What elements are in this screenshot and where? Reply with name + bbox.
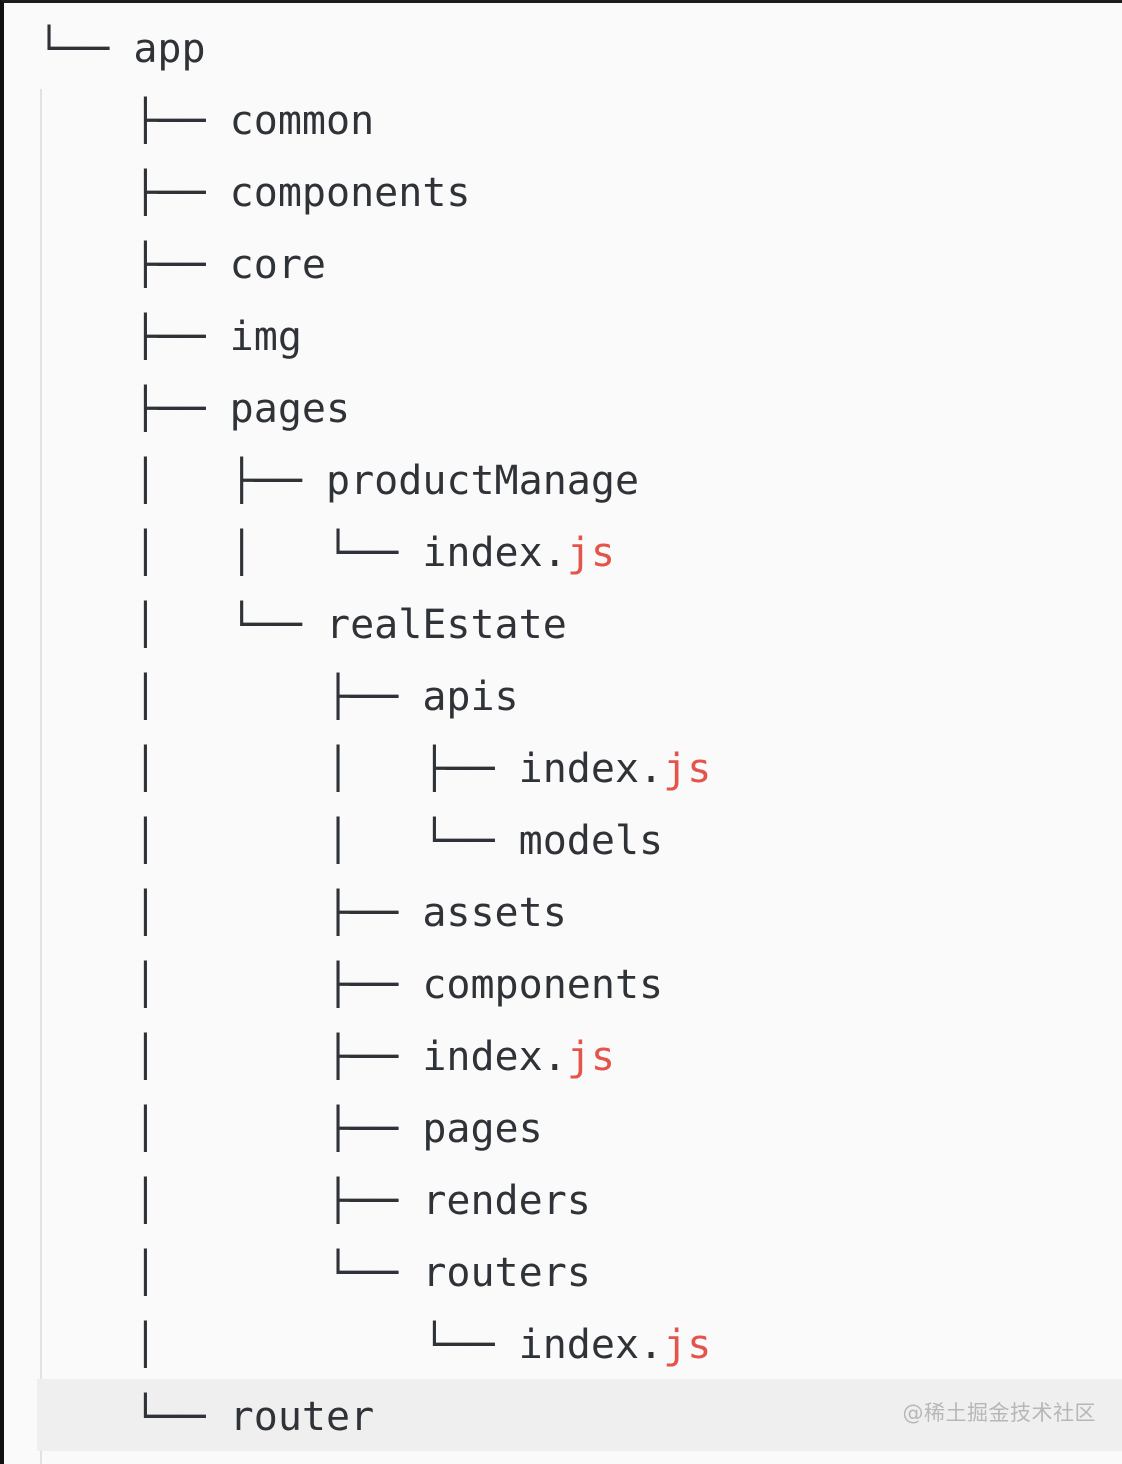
tree-branch-glyphs: │ └── [37, 1322, 519, 1368]
tree-row[interactable]: └── app [37, 13, 206, 85]
tree-node-label[interactable]: index. [518, 746, 664, 792]
tree-node-label[interactable]: pages [229, 386, 351, 432]
tree-node-label[interactable]: core [229, 242, 326, 288]
tree-node-label[interactable]: index. [422, 530, 567, 576]
tree-row[interactable]: │ ├── renders [37, 1165, 591, 1237]
tree-row[interactable]: ├── pages [37, 373, 350, 445]
tree-row[interactable]: │ │ ├── index.js [37, 733, 711, 805]
highlighted-row-band [37, 1379, 1122, 1451]
tree-row[interactable]: │ ├── pages [37, 1093, 543, 1165]
tree-row[interactable]: ├── components [37, 157, 470, 229]
tree-node-label[interactable]: realEstate [325, 602, 567, 648]
tree-row[interactable]: │ ├── productManage [37, 445, 639, 517]
tree-row[interactable]: │ ├── components [37, 949, 663, 1021]
tree-node-label[interactable]: assets [422, 890, 567, 936]
tree-row[interactable]: │ └── routers [37, 1237, 591, 1309]
left-margin-rule [40, 89, 42, 1464]
watermark-label: @稀土掘金技术社区 [902, 1401, 1096, 1425]
tree-node-label[interactable]: routers [422, 1250, 591, 1296]
tree-branch-glyphs: │ ├── [37, 1178, 423, 1224]
tree-node-label[interactable]: apis [422, 674, 519, 720]
tree-node-label[interactable]: pages [422, 1106, 543, 1152]
tree-node-label[interactable]: router [229, 1394, 375, 1440]
tree-branch-glyphs: ├── [37, 170, 230, 216]
tree-node-label[interactable]: img [229, 314, 302, 360]
tree-node-label[interactable]: components [229, 170, 471, 216]
tree-branch-glyphs: │ │ └── [37, 530, 423, 576]
tree-row[interactable]: │ ├── apis [37, 661, 519, 733]
tree-branch-glyphs: │ └── [37, 602, 326, 648]
tree-branch-glyphs: └── [37, 1394, 230, 1440]
tree-node-extension[interactable]: js [566, 530, 615, 576]
directory-tree: └── app ├── common ├── components ├── co… [4, 3, 1122, 1464]
tree-branch-glyphs: ├── [37, 242, 230, 288]
tree-row[interactable]: │ │ └── models [37, 805, 663, 877]
tree-row[interactable]: ├── core [37, 229, 326, 301]
tree-row[interactable]: │ │ └── index.js [37, 517, 615, 589]
tree-branch-glyphs: │ ├── [37, 962, 423, 1008]
tree-row[interactable]: │ ├── index.js [37, 1021, 615, 1093]
tree-node-label[interactable]: renders [422, 1178, 591, 1224]
tree-branch-glyphs: │ ├── [37, 1034, 423, 1080]
tree-row[interactable]: ├── img [37, 301, 302, 373]
tree-node-label[interactable]: models [518, 818, 664, 864]
tree-branch-glyphs: │ ├── [37, 890, 423, 936]
tree-branch-glyphs: ├── [37, 314, 230, 360]
tree-branch-glyphs: │ ├── [37, 1106, 423, 1152]
tree-node-label[interactable]: productManage [325, 458, 640, 504]
tree-node-label[interactable]: common [229, 98, 375, 144]
tree-branch-glyphs: │ ├── [37, 674, 423, 720]
tree-node-extension[interactable]: js [663, 1322, 712, 1368]
tree-row[interactable]: │ ├── assets [37, 877, 567, 949]
tree-row[interactable]: ├── common [37, 85, 374, 157]
tree-branch-glyphs: │ │ ├── [37, 746, 519, 792]
tree-branch-glyphs: ├── [37, 98, 230, 144]
tree-node-label[interactable]: app [133, 26, 206, 72]
tree-node-extension[interactable]: js [566, 1034, 615, 1080]
tree-branch-glyphs: │ ├── [37, 458, 326, 504]
tree-row[interactable]: └── router [37, 1381, 374, 1453]
tree-branch-glyphs: │ │ └── [37, 818, 519, 864]
tree-node-label[interactable]: components [422, 962, 664, 1008]
tree-node-label[interactable]: index. [422, 1034, 567, 1080]
tree-row[interactable]: │ └── index.js [37, 1309, 711, 1381]
tree-branch-glyphs: ├── [37, 386, 230, 432]
tree-branch-glyphs: └── [37, 26, 134, 72]
tree-node-label[interactable]: index. [518, 1322, 664, 1368]
tree-node-extension[interactable]: js [663, 746, 712, 792]
tree-row[interactable]: │ └── realEstate [37, 589, 567, 661]
tree-branch-glyphs: │ └── [37, 1250, 423, 1296]
